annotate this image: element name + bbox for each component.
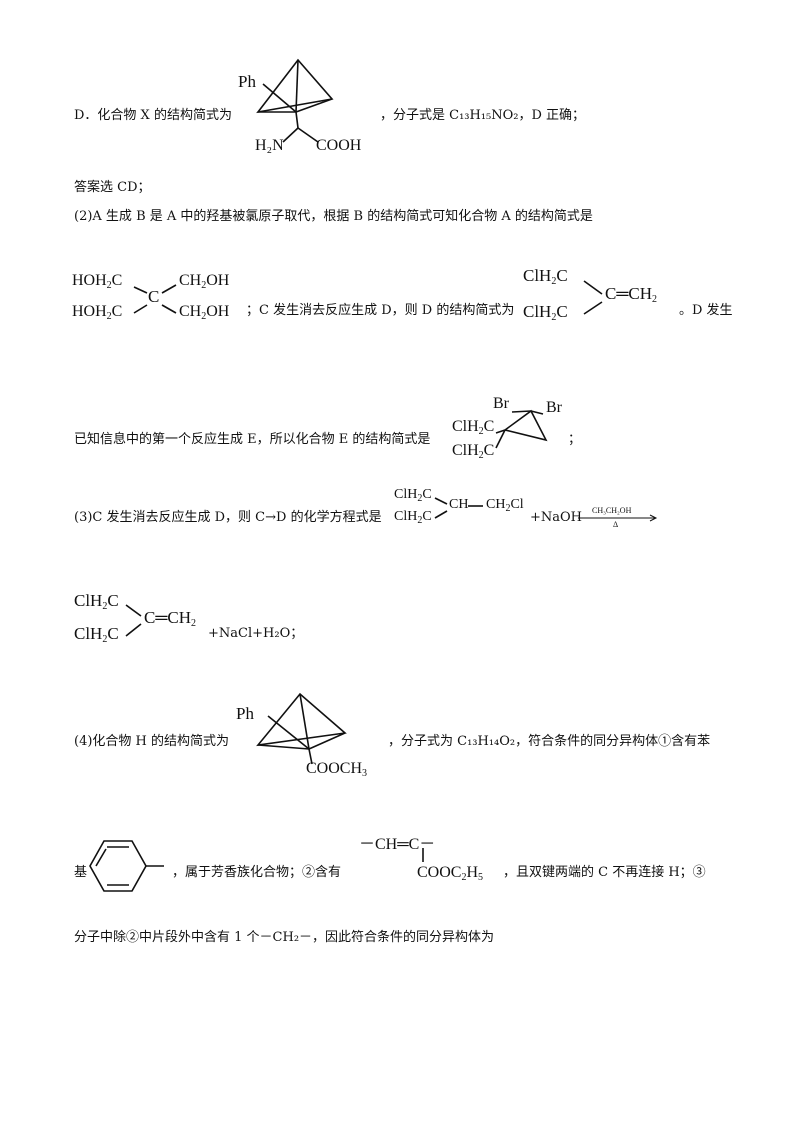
- q3-lead-text: (3)C 发生消去反应生成 D，则 C→D 的化学方程式是: [74, 510, 382, 525]
- h-phenyl-label: Ph: [236, 704, 254, 723]
- ester-label: COOCH3: [306, 760, 368, 779]
- d-formula-text: ，分子式是 C₁₃H₁₅NO₂，D 正确；: [380, 108, 586, 123]
- ch2oh-top: CH2OH: [179, 272, 230, 291]
- compound-a-bonds: [133, 284, 177, 314]
- chloromethyl-label: CH2Cl: [486, 497, 524, 514]
- central-carbon: C: [148, 287, 160, 306]
- q3-naoh-text: +NaOH: [530, 510, 583, 525]
- p-alkene-group: C═CH2: [144, 608, 196, 629]
- hoh2c-bottom: HOH2C: [72, 303, 123, 322]
- bromine-left: Br: [493, 395, 509, 412]
- q2-mid-text: ；C 发生消去反应生成 D，则 D 的结构简式为: [246, 303, 515, 318]
- q3-products-text: +NaCl+H₂O；: [208, 626, 304, 641]
- c-clh2c-top: ClH2C: [394, 487, 432, 504]
- bromine-right: Br: [546, 399, 562, 416]
- benzene-ring: [89, 840, 164, 892]
- product-d-bonds: [125, 604, 142, 637]
- clh2c-bottom: ClH2C: [523, 302, 568, 323]
- fragment-bond: [422, 848, 424, 862]
- e-clh2c-bottom: ClH2C: [452, 442, 495, 461]
- hoh2c-top: HOH2C: [72, 272, 123, 291]
- p-clh2c-top: ClH2C: [74, 591, 119, 612]
- cooc2h5-label: COOC2H5: [417, 864, 484, 883]
- phenyl-label: Ph: [238, 72, 256, 91]
- methine-label: CH: [449, 497, 469, 512]
- q2-tail-text: 。D 发生: [679, 303, 733, 318]
- c-clh2c-bottom: ClH2C: [394, 509, 432, 526]
- carboxyl-label: COOH: [316, 137, 362, 154]
- arrow-line: [578, 514, 658, 522]
- p-clh2c-bottom: ClH2C: [74, 624, 119, 645]
- q2-e-end: ；: [568, 432, 582, 447]
- q4-cond2-text: ，属于芳香族化合物；②含有: [172, 865, 342, 880]
- arrow-heat-label: Δ: [613, 520, 619, 529]
- clh2c-top: ClH2C: [523, 266, 568, 287]
- compound-x-skeleton: [256, 58, 334, 143]
- q4-cond3-text: ，且双键两端的 C 不再连接 H；③: [503, 865, 706, 880]
- alkene-group: C═CH2: [605, 284, 657, 305]
- q4-formula-text: ，分子式为 C₁₃H₁₄O₂，符合条件的同分异构体①含有苯: [388, 734, 711, 749]
- compound-e-bonds: [495, 409, 548, 449]
- arrow-solvent-label: CH₃CH₂OH: [592, 506, 632, 515]
- ch-eq-c-fragment: －CH═C－: [359, 836, 436, 853]
- ch2oh-bottom: CH2OH: [179, 303, 230, 322]
- compound-h-skeleton: [256, 692, 347, 765]
- answer-text: 答案选 CD；: [74, 180, 151, 195]
- q2-e-text: 已知信息中的第一个反应生成 E，所以化合物 E 的结构简式是: [74, 432, 431, 447]
- q4-last-text: 分子中除②中片段外中含有 1 个－CH₂－，因此符合条件的同分异构体为: [74, 930, 495, 945]
- q4-ji-text: 基: [74, 865, 88, 880]
- d-lead-text: D．化合物 X 的结构简式为: [74, 108, 232, 123]
- q4-lead-text: (4)化合物 H 的结构简式为: [74, 734, 230, 749]
- q2-intro-text: (2)A 生成 B 是 A 中的羟基被氯原子取代，根据 B 的结构简式可知化合物…: [74, 209, 593, 224]
- amine-label: H₂N: [255, 137, 284, 154]
- compound-d-bonds: [583, 280, 603, 315]
- e-clh2c-top: ClH2C: [452, 418, 495, 437]
- compound-c-bonds: [434, 497, 483, 519]
